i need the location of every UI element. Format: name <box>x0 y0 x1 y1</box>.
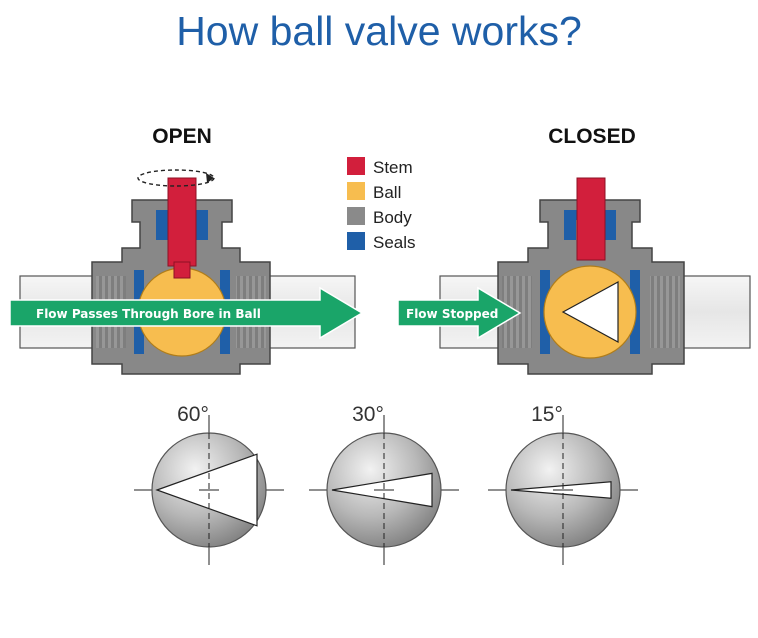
seals-swatch <box>347 232 365 250</box>
legend-label-stem: Stem <box>373 158 413 177</box>
open-stem <box>167 177 197 267</box>
closed-valve: Flow Stopped <box>397 177 751 375</box>
legend: Stem Ball Body Seals <box>347 157 416 252</box>
legend-label-ball: Ball <box>373 183 401 202</box>
legend-item-stem: Stem <box>347 157 413 177</box>
closed-flow-label: Flow Stopped <box>406 307 498 321</box>
open-flow-arrow <box>9 286 364 340</box>
ball-swatch <box>347 182 365 200</box>
stem-swatch <box>347 157 365 175</box>
legend-item-body: Body <box>347 207 412 227</box>
angle-sphere-group-3: 15° <box>488 403 638 565</box>
page-title: How ball valve works? <box>176 8 582 54</box>
angle-label: 30° <box>352 403 384 426</box>
open-valve: Flow Passes Through Bore in Ball <box>9 169 364 375</box>
closed-stem <box>576 177 606 261</box>
closed-label: CLOSED <box>548 125 636 148</box>
open-label: OPEN <box>152 125 212 148</box>
rotation-arrowhead-icon <box>206 173 214 183</box>
legend-item-ball: Ball <box>347 182 401 202</box>
legend-label-body: Body <box>373 208 412 227</box>
angle-sphere-group-1: 60° <box>134 403 284 565</box>
legend-label-seals: Seals <box>373 233 416 252</box>
closed-flow-arrow <box>397 286 522 340</box>
closed-thread-right <box>650 276 680 348</box>
body-swatch <box>347 207 365 225</box>
angle-sphere-group-2: 30° <box>309 403 459 565</box>
legend-item-seals: Seals <box>347 232 416 252</box>
closed-ball-bore <box>561 280 619 344</box>
open-flow-label: Flow Passes Through Bore in Ball <box>36 307 261 321</box>
open-stem-tang <box>173 261 191 279</box>
opening-angle-series: 60° 30° 15° <box>134 403 638 565</box>
angle-label: 60° <box>177 403 209 426</box>
angle-label: 15° <box>531 403 563 426</box>
